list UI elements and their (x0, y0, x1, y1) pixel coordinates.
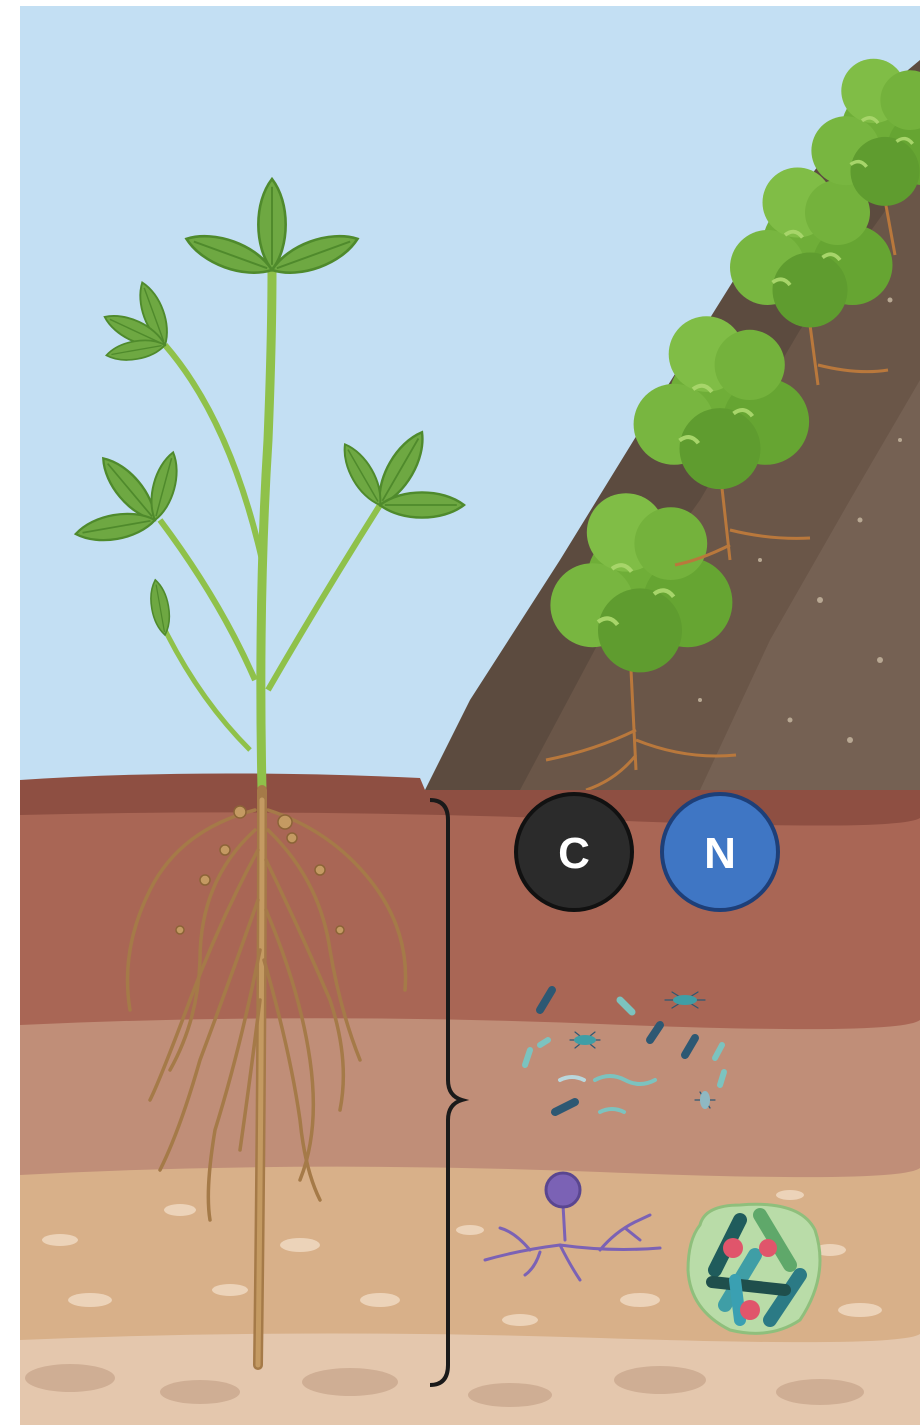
carbon-element: C (516, 794, 632, 910)
nitrogen-element: N (662, 794, 778, 910)
soil-layer-bottom (20, 1333, 920, 1425)
soil-layer-2 (20, 1018, 920, 1180)
soil-layer-1 (20, 812, 920, 1030)
carbon-symbol: C (558, 829, 590, 878)
nitrogen-symbol: N (704, 829, 736, 878)
bacterial-colony (688, 1204, 820, 1333)
